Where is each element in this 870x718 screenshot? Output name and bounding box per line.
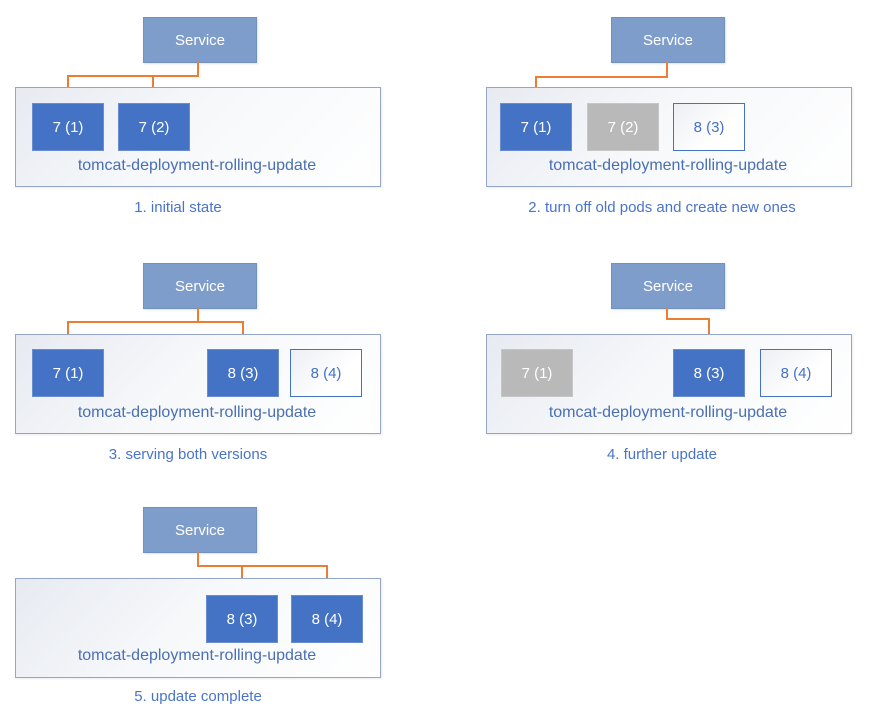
connector-line: [67, 321, 243, 323]
deployment-label: tomcat-deployment-rolling-update: [77, 647, 317, 664]
service-box: Service: [143, 263, 257, 309]
service-box: Service: [611, 17, 725, 63]
pod-7-1: 7 (1): [32, 349, 104, 397]
pod-7-1: 7 (1): [500, 103, 572, 151]
connector-line: [67, 75, 199, 77]
connector-line: [326, 565, 328, 586]
connector-line: [197, 551, 199, 567]
pod-8-3: 8 (3): [673, 103, 745, 151]
service-label: Service: [174, 31, 226, 49]
deployment-label: tomcat-deployment-rolling-update: [548, 157, 788, 174]
panel-caption: 3. serving both versions: [108, 446, 268, 463]
service-label: Service: [642, 277, 694, 295]
service-box: Service: [143, 17, 257, 63]
connector-line: [708, 318, 710, 339]
panel-caption: 4. further update: [606, 446, 718, 463]
service-label: Service: [174, 277, 226, 295]
service-box: Service: [611, 263, 725, 309]
pod-8-4: 8 (4): [291, 595, 363, 643]
pod-7-2: 7 (2): [118, 103, 190, 151]
connector-line: [152, 75, 154, 94]
service-label: Service: [174, 521, 226, 539]
connector-line: [666, 307, 668, 320]
connector-line: [197, 565, 328, 567]
connector-line: [197, 307, 199, 323]
connector-line: [67, 75, 69, 94]
pod-7-2: 7 (2): [587, 103, 659, 151]
panel-caption: 1. initial state: [134, 199, 222, 216]
pod-8-3: 8 (3): [206, 595, 278, 643]
connector-line: [666, 318, 710, 320]
connector-line: [197, 61, 199, 77]
pod-8-4: 8 (4): [760, 349, 832, 397]
deployment-label: tomcat-deployment-rolling-update: [77, 404, 317, 421]
pod-7-1: 7 (1): [501, 349, 573, 397]
pod-8-4: 8 (4): [290, 349, 362, 397]
pod-8-3: 8 (3): [673, 349, 745, 397]
connector-line: [67, 321, 69, 339]
panel-caption: 5. update complete: [134, 688, 262, 705]
pod-7-1: 7 (1): [32, 103, 104, 151]
connector-line: [535, 76, 537, 94]
deployment-label: tomcat-deployment-rolling-update: [77, 157, 317, 174]
service-label: Service: [642, 31, 694, 49]
connector-line: [242, 321, 244, 339]
service-box: Service: [143, 507, 257, 553]
panel-caption: 2. turn off old pods and create new ones: [528, 199, 796, 216]
connector-line: [241, 565, 243, 586]
connector-line: [666, 61, 668, 78]
pod-8-3: 8 (3): [207, 349, 279, 397]
connector-line: [535, 76, 668, 78]
deployment-label: tomcat-deployment-rolling-update: [548, 404, 788, 421]
